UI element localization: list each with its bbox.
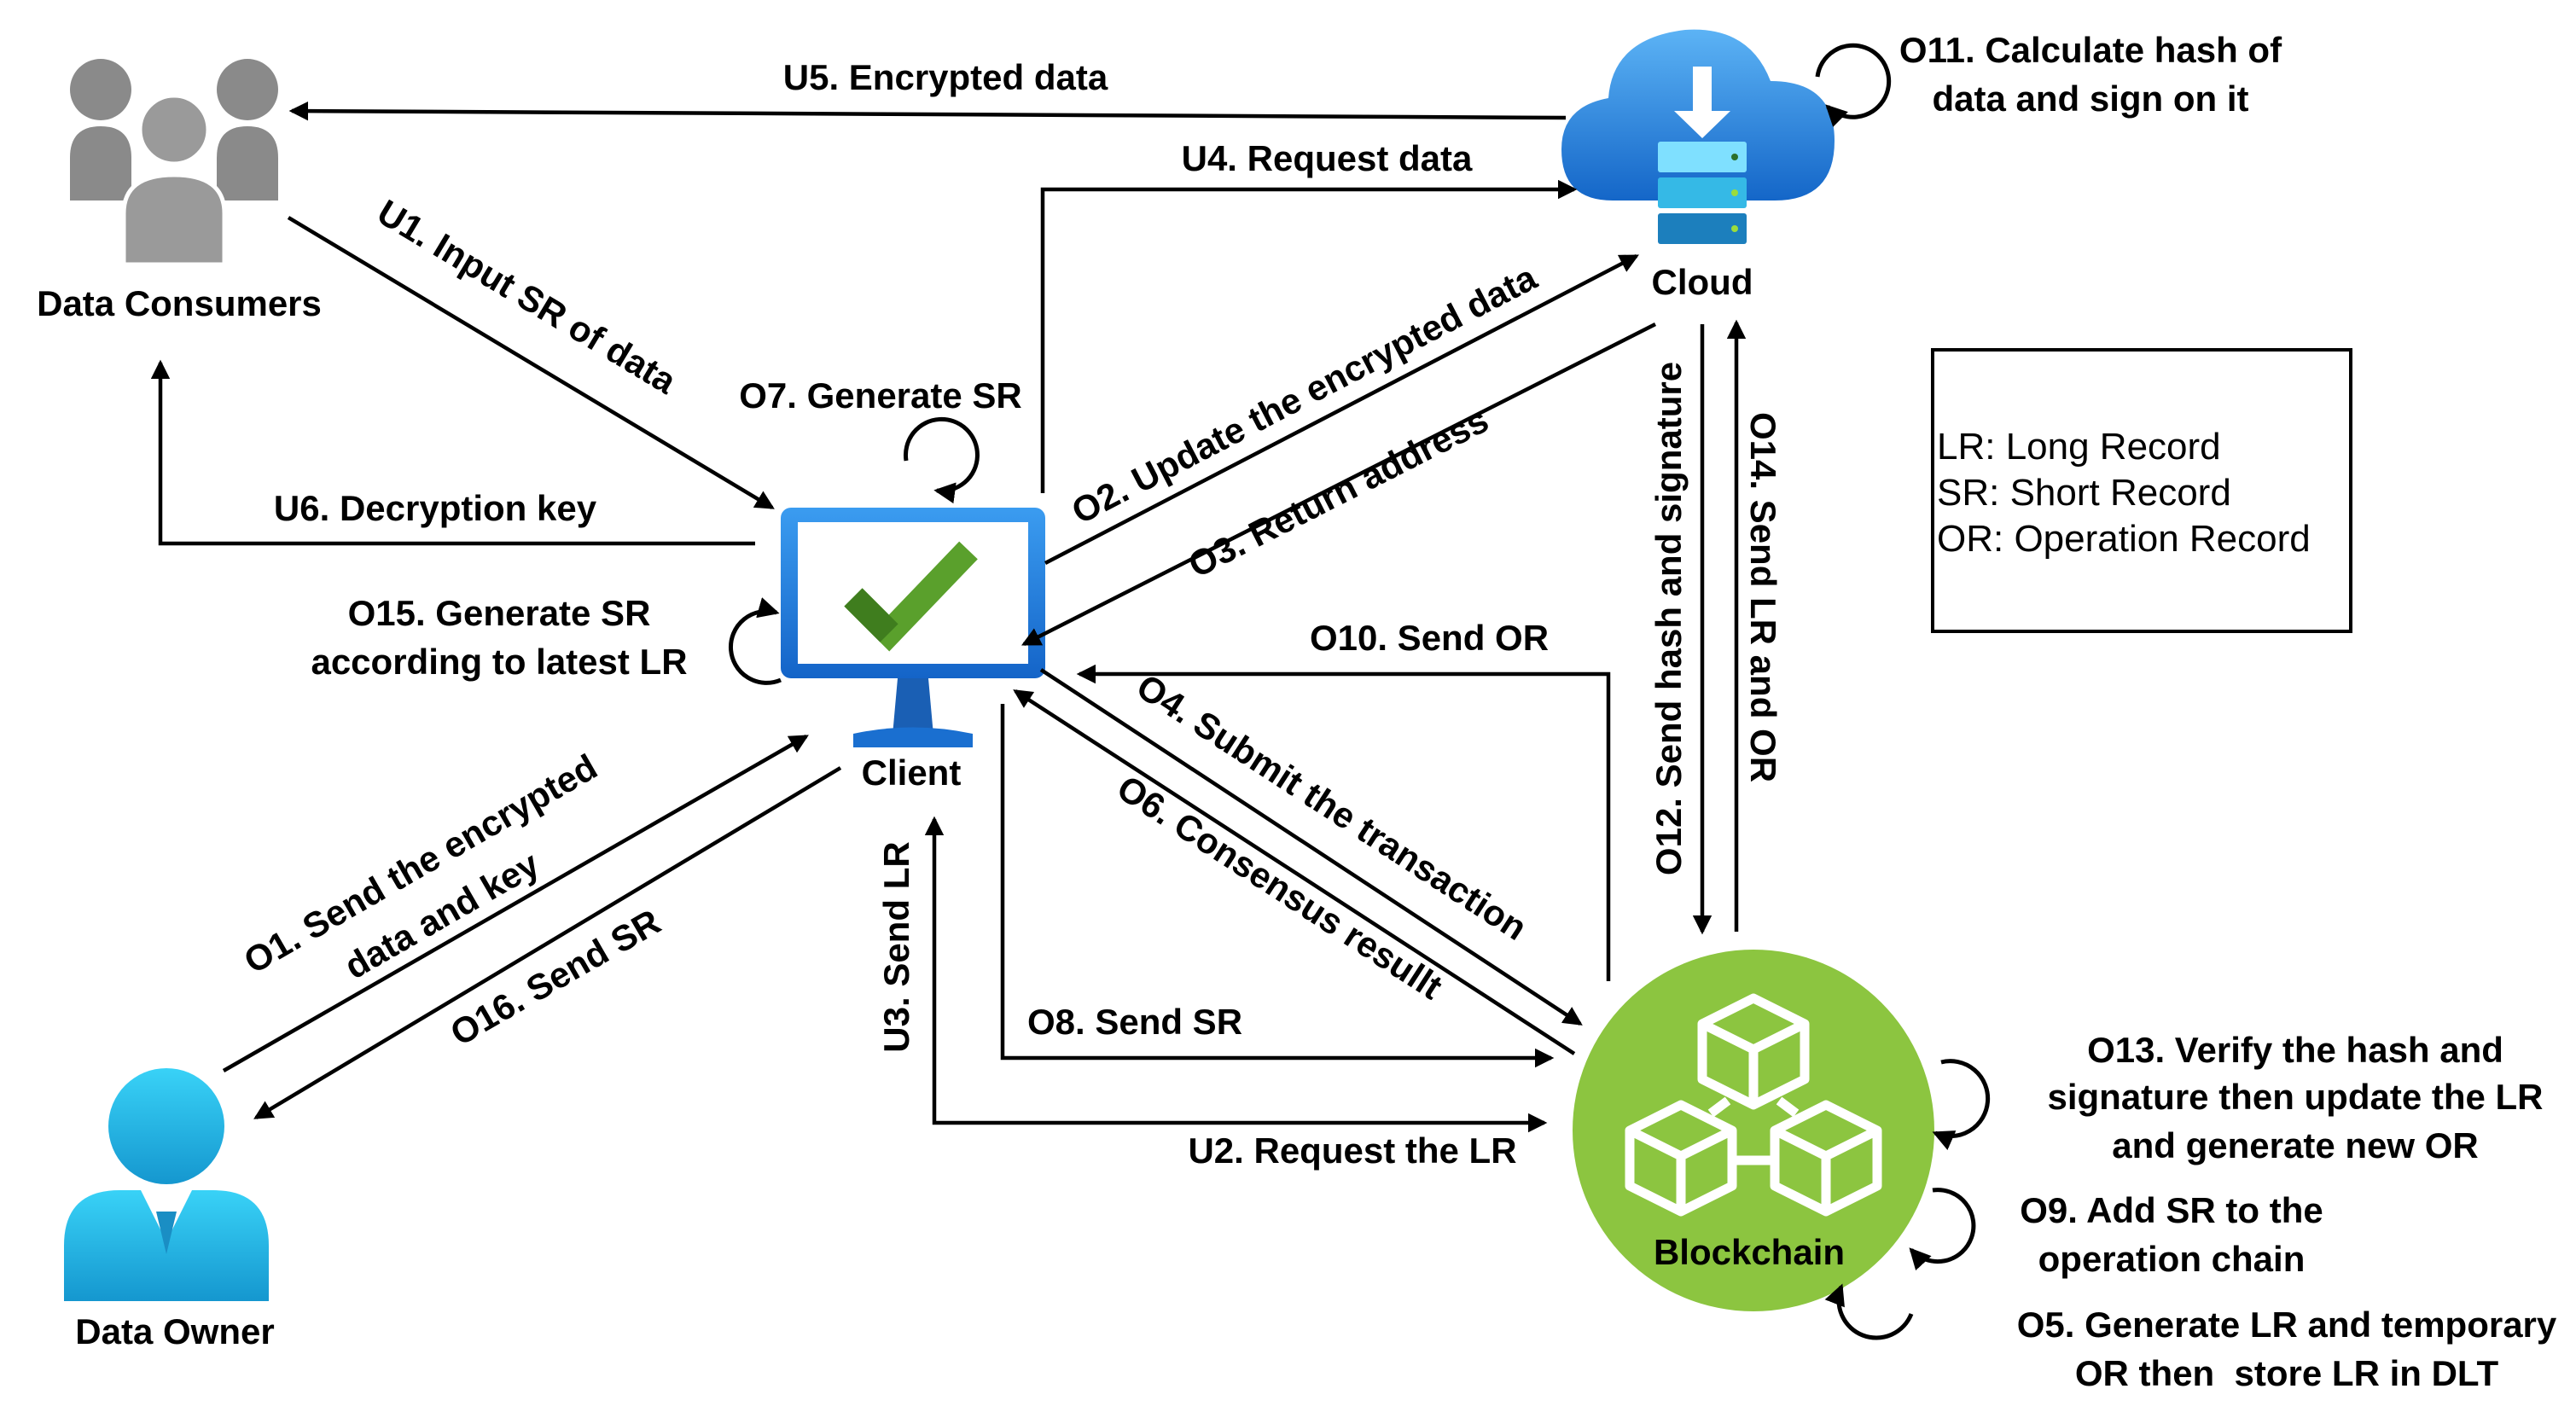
loop-o9 <box>1909 1188 1976 1271</box>
edge-label-u6: U6. Decryption key <box>274 488 597 528</box>
edge-label-u2: U2. Request the LR <box>1188 1130 1516 1171</box>
loop-o13 <box>1932 1059 1991 1150</box>
loop-label-o11-line2: data and sign on it <box>1932 78 2248 119</box>
edge-o16 <box>253 766 842 1119</box>
loop-o7 <box>903 416 980 504</box>
edge-u2-u3 <box>924 816 1548 1133</box>
blockchain-label: Blockchain <box>1654 1232 1845 1272</box>
legend-box <box>1931 348 2352 633</box>
edge-u1 <box>287 216 775 509</box>
loop-o5 <box>1824 1283 1914 1340</box>
cloud-label: Cloud <box>1652 262 1753 302</box>
loop-label-o13-line3: and generate new OR <box>2112 1125 2478 1165</box>
edge-u4 <box>1040 179 1578 493</box>
data-consumers-label: Data Consumers <box>37 283 322 323</box>
client-monitor-icon <box>781 508 1045 747</box>
self-loops <box>729 43 1991 1340</box>
legend-item: OR: Operation Record <box>1937 518 2311 560</box>
loop-label-o13-line2: signature then update the LR <box>2047 1077 2543 1117</box>
loop-label-o13-line1: O13. Verify the hash and <box>2087 1030 2503 1070</box>
legend-item: LR: Long Record <box>1937 426 2221 468</box>
edge-o2 <box>1044 254 1639 565</box>
loop-label-o7: O7. Generate SR <box>739 375 1021 416</box>
loop-label-o9-line2: operation chain <box>2038 1239 2306 1279</box>
edge-label-o10: O10. Send OR <box>1310 618 1549 658</box>
edge-o3 <box>1021 322 1657 647</box>
edge-label-u5: U5. Encrypted data <box>783 57 1108 97</box>
edge-o4 <box>1039 668 1583 1026</box>
cloud-icon <box>1561 29 1835 244</box>
data-owner-icon <box>64 1068 269 1301</box>
edge-u6 <box>150 359 755 546</box>
loop-label-o5-line2: OR then store LR in DLT <box>2075 1353 2499 1393</box>
blockchain-icon <box>1573 950 1934 1311</box>
data-consumers-icon <box>70 59 278 267</box>
loop-label-o11-line1: O11. Calculate hash of <box>1899 30 2282 70</box>
loop-label-o15-line2: according to latest LR <box>311 642 687 682</box>
loop-o11 <box>1815 43 1892 127</box>
edge-label-o8: O8. Send SR <box>1027 1002 1242 1042</box>
edge-o10 <box>1076 664 1611 981</box>
data-owner-label: Data Owner <box>75 1311 274 1351</box>
edge-label-u4: U4. Request data <box>1182 138 1473 178</box>
edge-label-o6: O6. Consensus resullt <box>1110 767 1450 1007</box>
edge-u5 <box>288 101 1567 121</box>
loop-o15 <box>729 597 782 685</box>
loop-label-o9-line1: O9. Add SR to the <box>2020 1190 2323 1230</box>
legend-item: SR: Short Record <box>1937 472 2231 514</box>
loop-label-o5-line1: O5. Generate LR and temporary <box>2017 1305 2557 1345</box>
edge-label-u3: U3. Send LR <box>876 841 916 1052</box>
edge-label-o12: O12. Send hash and signature <box>1649 362 1689 875</box>
loop-label-o15-line1: O15. Generate SR <box>348 593 651 633</box>
edge-label-o14: O14. Send LR and OR <box>1743 412 1783 782</box>
edge-o1 <box>222 735 809 1072</box>
edges <box>150 101 1747 1133</box>
client-label: Client <box>862 753 962 793</box>
